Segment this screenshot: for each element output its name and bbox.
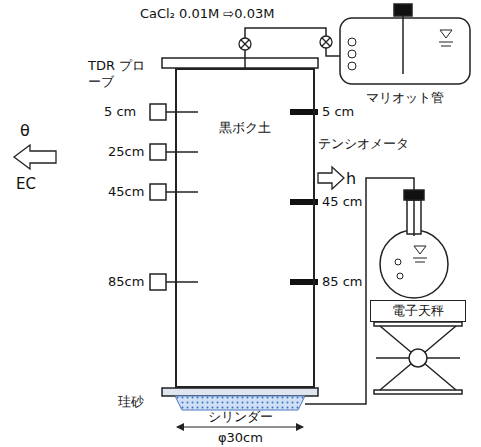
collection-flask bbox=[380, 190, 448, 298]
tdr-probes bbox=[150, 104, 198, 290]
output-arrow bbox=[318, 167, 344, 189]
depth-label: 85cm bbox=[108, 274, 144, 290]
variable-label: θ bbox=[20, 121, 30, 140]
mariotte-tube: マリオット管 bbox=[336, 6, 474, 106]
variable-label: EC bbox=[16, 175, 36, 193]
dimension-line bbox=[177, 426, 303, 427]
solution-label: CaCl₂ 0.01M ⇨0.03M bbox=[140, 6, 274, 22]
depth-label: 25cm bbox=[108, 144, 144, 160]
depth-label: 85 cm bbox=[322, 274, 363, 290]
node-text: 電子天秤 bbox=[392, 303, 444, 319]
depth-label: 5 cm bbox=[322, 104, 354, 120]
part-label: シリンダー bbox=[208, 409, 273, 424]
dimension-label: φ30cm bbox=[218, 430, 263, 445]
valve-symbol bbox=[239, 38, 251, 50]
supply-tube bbox=[245, 28, 336, 68]
output-arrow bbox=[14, 145, 56, 169]
instrument-label: テンシオメータ bbox=[318, 136, 409, 152]
valve-symbol bbox=[320, 36, 332, 48]
depth-label: 45cm bbox=[108, 184, 144, 200]
electronic-balance: 電子天秤 bbox=[370, 300, 466, 322]
depth-label: 45 cm bbox=[322, 194, 363, 210]
mariotte-bottle bbox=[336, 4, 470, 84]
probe-label: TDR プローブ bbox=[88, 58, 148, 90]
top-cap bbox=[162, 58, 318, 68]
soil-column: 黒ボク土 bbox=[175, 68, 315, 388]
material-label: 珪砂 bbox=[118, 394, 144, 410]
depth-label: 5 cm bbox=[104, 104, 136, 120]
node-text: マリオット管 bbox=[366, 90, 444, 106]
bottom-plate bbox=[162, 388, 318, 396]
lab-jack bbox=[374, 322, 462, 394]
node-text: 黒ボク土 bbox=[177, 120, 313, 136]
sand-layer bbox=[175, 396, 305, 410]
variable-label: h bbox=[346, 169, 356, 188]
